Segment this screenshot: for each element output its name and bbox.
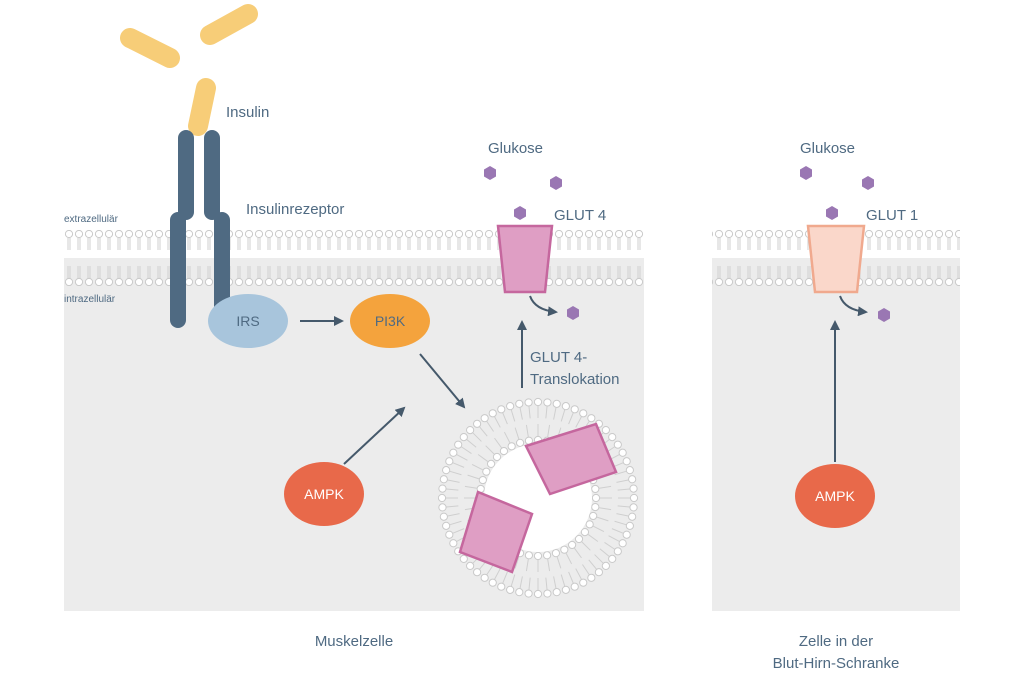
glucose-molecule: [862, 176, 874, 190]
translocation-label-2: Translokation: [530, 371, 620, 388]
glucose-molecule: [800, 166, 812, 180]
muscle-membrane: [64, 230, 644, 286]
glucose-molecule-inside: [878, 308, 890, 322]
ampk-node-muscle: [284, 462, 364, 526]
extracellular-label: extrazellulär: [64, 214, 119, 225]
glucose-flow-arrow: [839, 295, 868, 317]
receptor-label: Insulinrezeptor: [246, 201, 344, 218]
insulin-molecule: [120, 4, 258, 136]
glucose-molecule: [514, 206, 526, 220]
ampk-label-muscle: AMPK: [304, 486, 344, 502]
glut4-transporter: [496, 224, 554, 294]
glucose-flow-arrow: [529, 295, 558, 317]
brain-caption-line1: Zelle in der: [799, 633, 873, 650]
glucose-molecule: [550, 176, 562, 190]
glut4-vesicle: [437, 397, 639, 599]
irs-node: [208, 294, 288, 348]
glucose-label-muscle: Glukose: [488, 140, 543, 157]
glucose-molecule-inside: [567, 306, 579, 320]
glut4-in-vesicle-2: [458, 490, 534, 574]
glut4-label: GLUT 4: [554, 207, 606, 224]
ampk-node-brain: [795, 464, 875, 528]
insulin-label: Insulin: [226, 104, 269, 121]
glucose-molecule: [484, 166, 496, 180]
ampk-label-brain: AMPK: [815, 488, 855, 504]
arrow-ampk-pathway: [343, 406, 406, 465]
glucose-label-brain: Glukose: [800, 140, 855, 157]
pi3k-node: [350, 294, 430, 348]
intracellular-label: intrazellulär: [64, 294, 116, 305]
brain-caption-line2: Blut-Hirn-Schranke: [773, 655, 900, 672]
glut1-transporter: [806, 224, 866, 294]
pi3k-label: PI3K: [375, 313, 406, 329]
muscle-caption: Muskelzelle: [315, 633, 393, 650]
irs-label: IRS: [236, 313, 259, 329]
arrow-pi3k-vesicle: [419, 353, 466, 409]
glucose-molecule: [826, 206, 838, 220]
glut1-label: GLUT 1: [866, 207, 918, 224]
glut4-in-vesicle-1: [524, 422, 618, 496]
translocation-label-1: GLUT 4-: [530, 349, 587, 366]
